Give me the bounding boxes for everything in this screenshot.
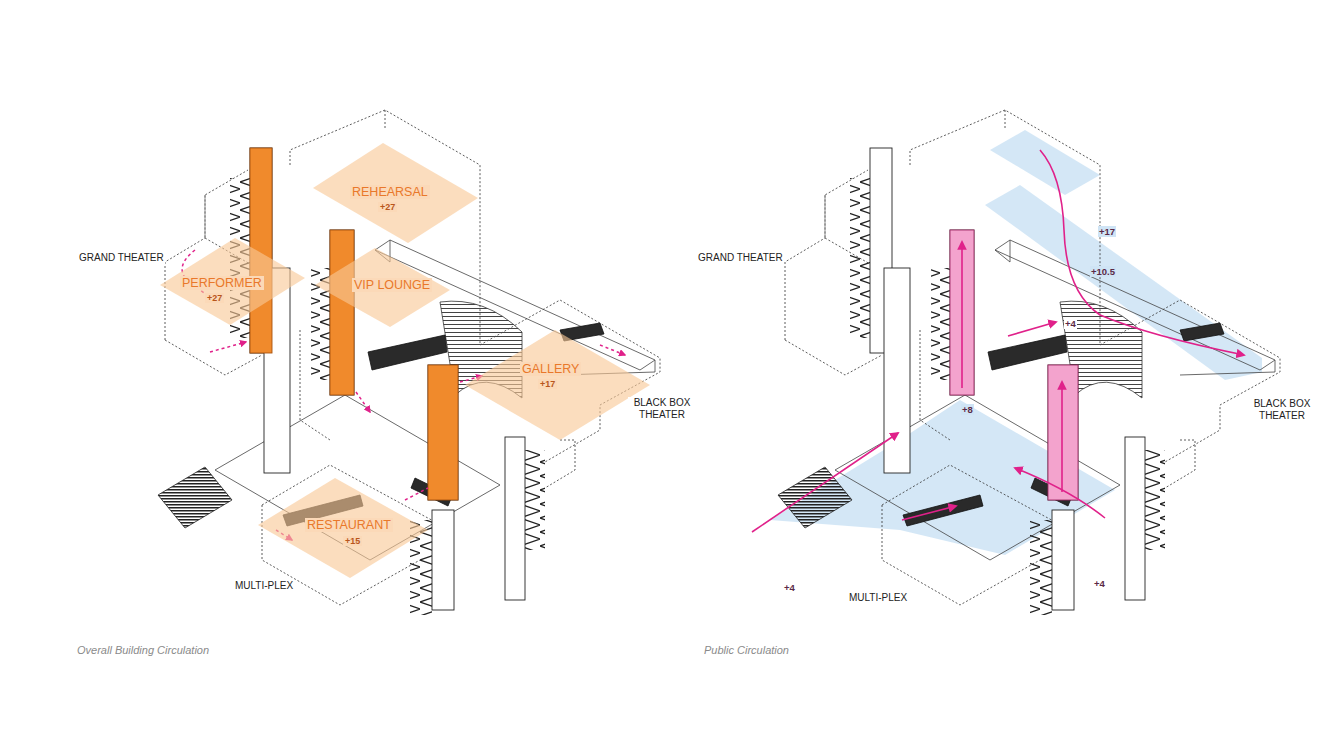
circulation-path	[210, 342, 246, 352]
circulation-path	[405, 488, 428, 500]
public-path	[752, 433, 898, 532]
public-path	[1061, 382, 1063, 492]
circulation-path	[356, 392, 370, 412]
space-label: GRAND THEATER	[78, 252, 165, 264]
circulation-path	[600, 345, 625, 355]
level-number: +8	[961, 404, 974, 415]
building-right	[778, 110, 1280, 615]
public-path	[1015, 468, 1105, 518]
public-core	[950, 230, 974, 395]
level-number: +17	[1098, 226, 1116, 237]
level-number: +4	[1064, 318, 1077, 329]
level-number: +17	[538, 379, 557, 389]
level-number: +27	[205, 293, 224, 303]
public-path	[902, 506, 956, 520]
circulation-core	[330, 230, 354, 395]
public-path	[752, 150, 1244, 532]
level-number: +15	[343, 536, 362, 546]
space-label: BLACK BOX THEATER	[1248, 398, 1316, 422]
program-plane: VIP LOUNGE	[315, 248, 450, 327]
public-core	[1048, 365, 1078, 500]
space-label: BLACK BOX THEATER	[628, 397, 696, 421]
program-name: RESTAURANT	[305, 518, 393, 532]
diagram-caption: Public Circulation	[703, 644, 790, 657]
program-name: VIP LOUNGE	[352, 278, 432, 292]
program-plane: PERFORMER +27	[160, 238, 305, 325]
building-left	[158, 110, 660, 615]
public-plane	[990, 130, 1100, 195]
plane-fill	[313, 143, 478, 243]
level-number: +4	[1093, 578, 1106, 589]
plane-fill	[315, 248, 450, 327]
level-number: +27	[378, 202, 397, 212]
public-path	[961, 242, 963, 388]
program-plane: REHEARSAL +27	[313, 143, 478, 243]
level-number: +4	[783, 582, 796, 593]
plane-shape	[465, 330, 650, 440]
plane-fill	[160, 238, 305, 325]
program-name: REHEARSAL	[350, 185, 430, 199]
program-name: GALLERY	[520, 362, 581, 376]
diagram-caption: Overall Building Circulation	[76, 644, 210, 657]
program-plane: GALLERY +17	[465, 330, 650, 440]
plane-fill	[258, 478, 428, 578]
space-label: GRAND THEATER	[697, 252, 784, 264]
plane-fill	[465, 330, 650, 440]
level-number: +10.5	[1090, 266, 1116, 277]
circulation-core	[428, 365, 458, 500]
program-plane: RESTAURANT +15	[258, 478, 428, 578]
program-name: PERFORMER	[180, 276, 264, 290]
public-path	[1040, 150, 1244, 355]
space-label: MULTI-PLEX	[234, 580, 294, 592]
public-path	[1008, 322, 1056, 336]
public-core	[950, 230, 1078, 500]
space-label: MULTI-PLEX	[848, 592, 908, 604]
